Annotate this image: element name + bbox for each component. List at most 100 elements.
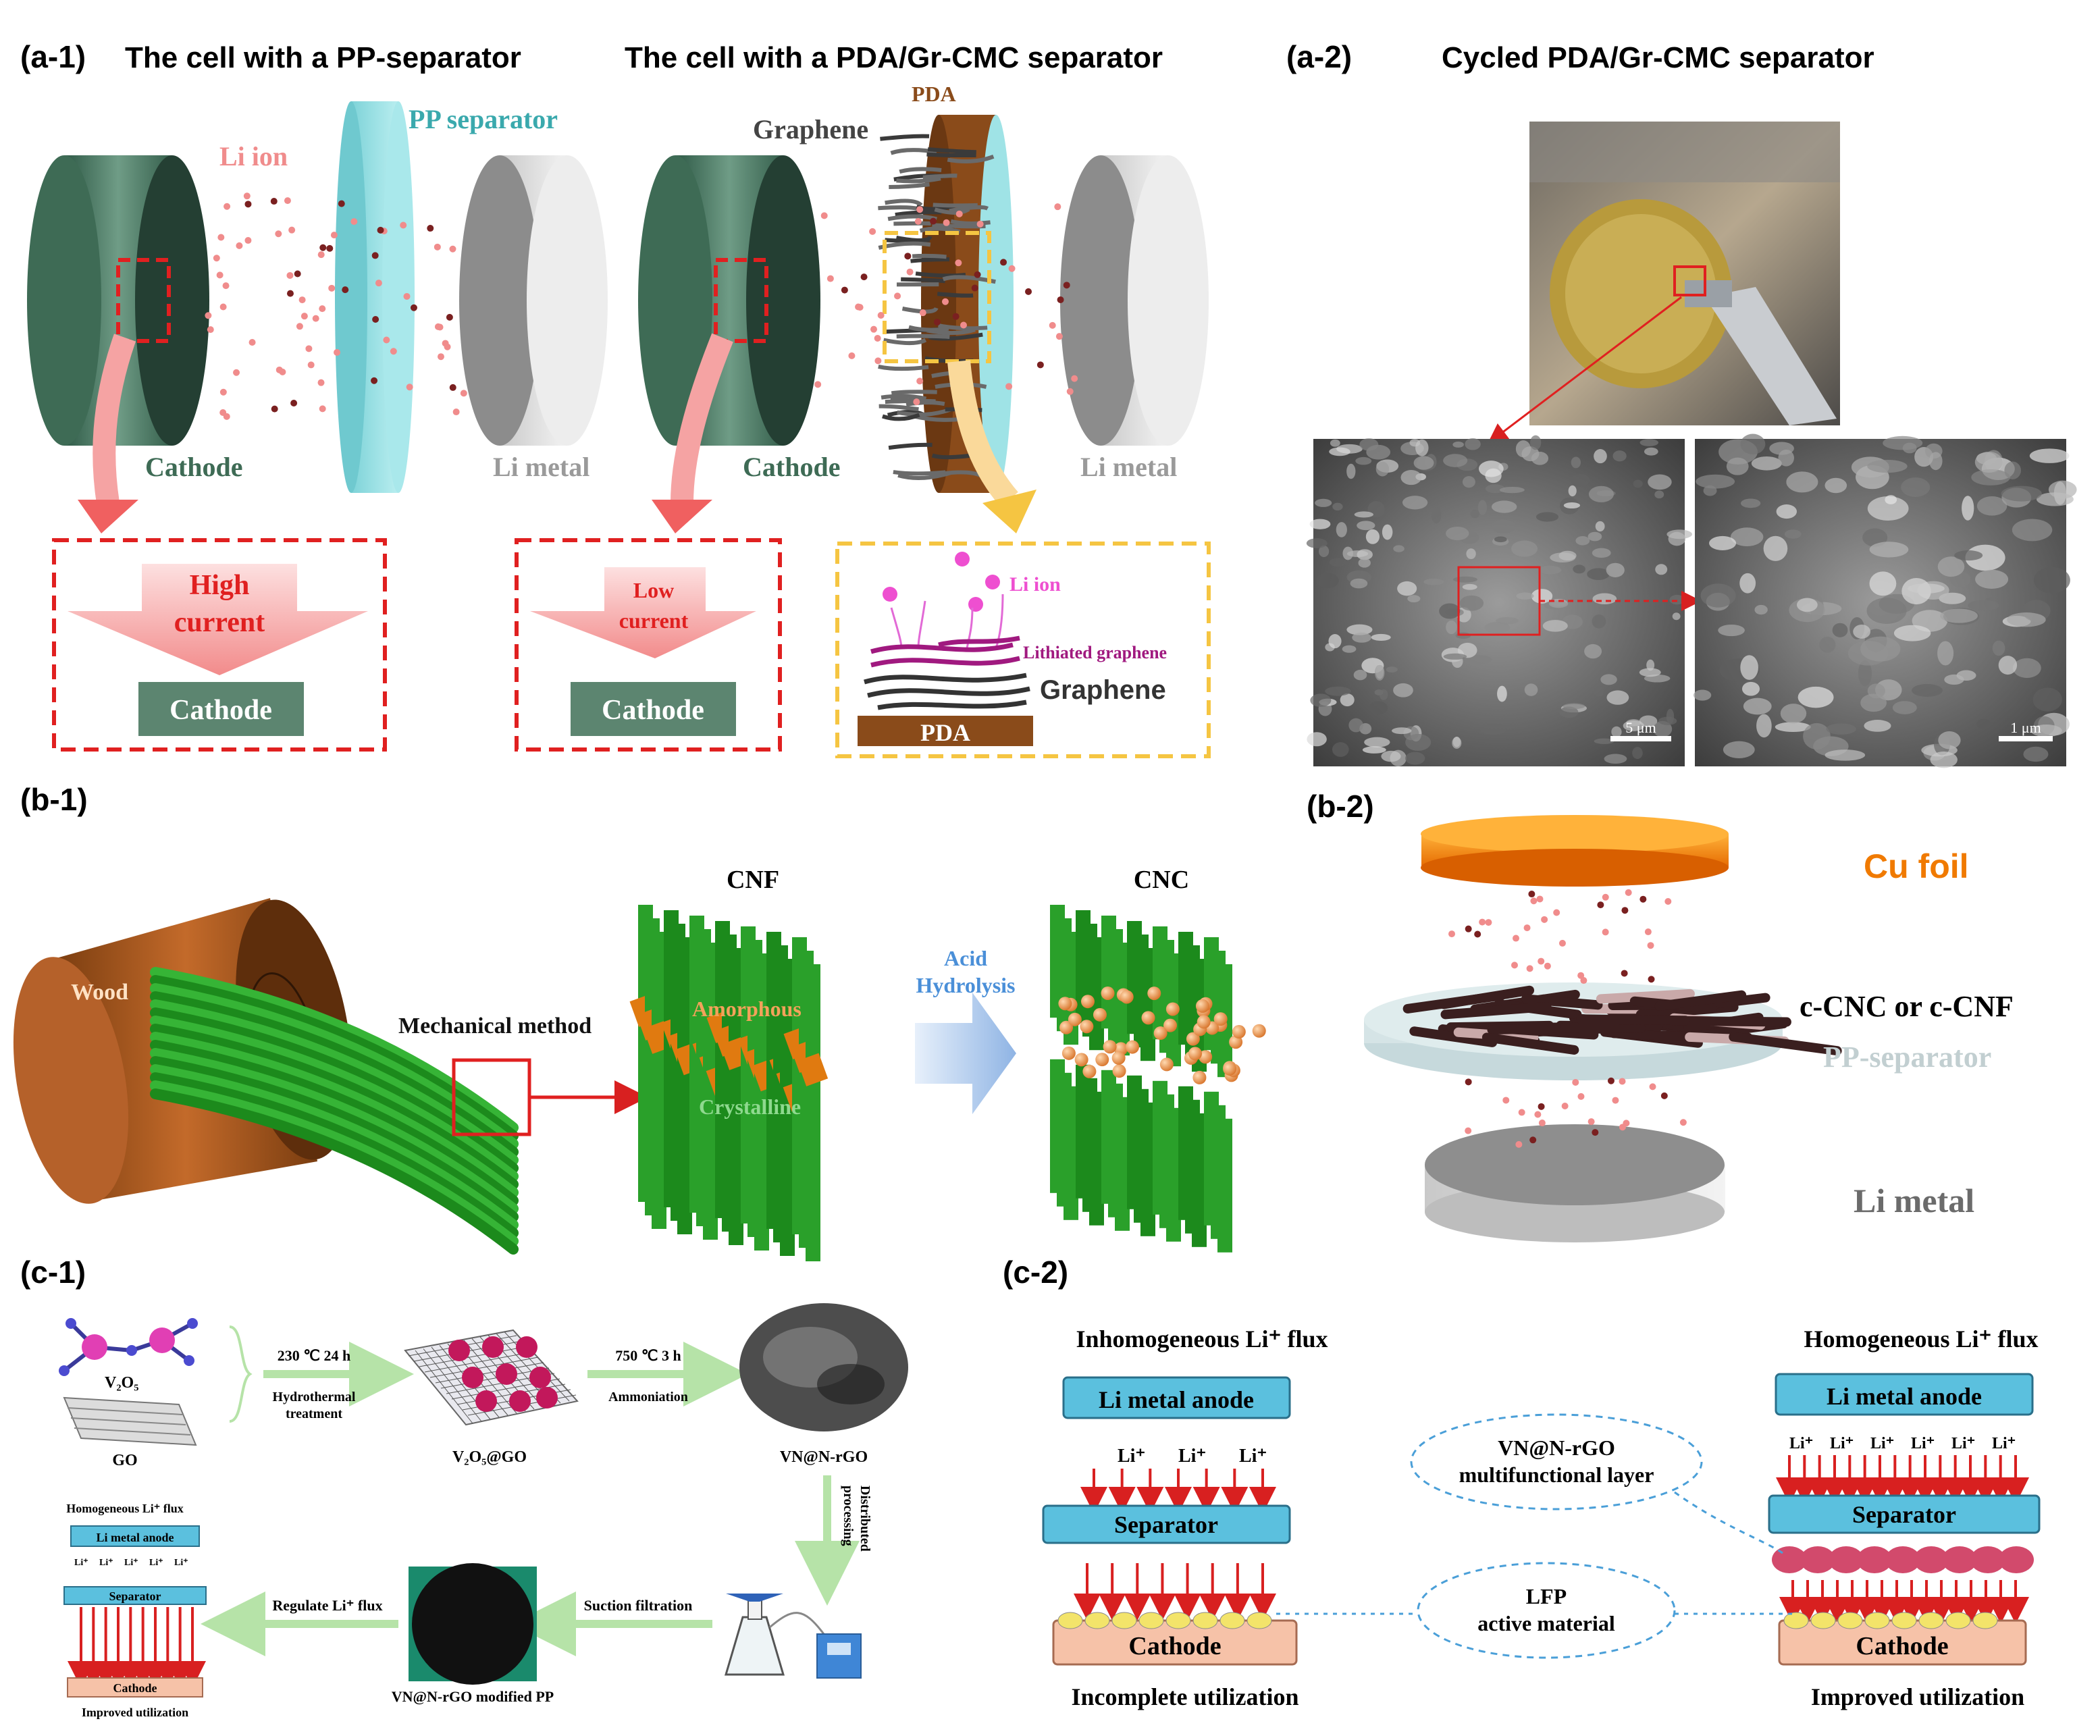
cellulose-fiber [150,991,519,1157]
sem-grain [1784,529,1802,539]
amorphous-particle [1101,986,1115,1000]
li-ion-dot [1561,1103,1569,1110]
amorphous-particle [1195,999,1209,1013]
sem-grain [1703,485,1717,496]
label-cathode-pp: Cathode [145,452,242,482]
inset-label-pda: PDA [920,719,970,746]
li-ion-dot [874,357,882,365]
li-ion-dot [1071,375,1078,382]
sem-grain [1893,625,1931,641]
c2-right-li-label: Li⁺ [1789,1435,1813,1452]
v2o5-particle [529,1367,551,1388]
li-ion-dot [224,203,231,210]
label-homog: Homogeneous Li⁺ flux [1804,1325,2038,1352]
sem-grain [1539,565,1562,575]
sem-grain [1938,731,1961,749]
li-ion-dot [236,242,243,249]
cnc-rod [1064,1086,1078,1220]
sem-grain [1348,718,1363,733]
c2-left-li-1: Li⁺ [1118,1446,1145,1467]
sem-grain [1740,433,1766,454]
graphene-flake [881,394,927,401]
callout-lfp-2: active material [1477,1611,1615,1635]
separator-highlight-box [883,231,991,363]
c-cnc-rod-layer [1402,985,1842,1056]
li-ion-dot [1577,1093,1585,1100]
label-cnf: CNF [727,866,779,894]
sem-grain [1530,435,1542,450]
sem-grain [1499,486,1525,494]
mini-separator: Separator [109,1589,161,1603]
graphene-flake [885,199,923,207]
label-li-ion: Li ion [219,141,288,172]
sem-grain [1709,535,1737,550]
graphene-flake [912,253,947,259]
sem-grain [1867,496,1909,521]
li-ion-dot [848,352,856,359]
li-ion-dot [305,345,313,352]
lfp-particle [1918,1612,1944,1629]
cellulose-fiber [150,1064,519,1230]
lfp-particle [1837,1612,1863,1629]
cathode-disc-pda [638,155,820,446]
cnf-rod [652,932,666,1229]
c-cnc-rod [1654,990,1747,1011]
graphene-flake [910,257,950,263]
sem-grain [1392,727,1412,735]
graphene-flake [896,176,941,184]
cathode-block-pda [571,682,736,736]
sem-grain [1976,718,1991,729]
panel-b2: (b-2) Cu foil c-CNC or c-CNF PP-separato… [1307,789,2014,1242]
vn-rgo-sem [739,1303,908,1431]
li-ion-dot [298,296,306,304]
scale-bar-5um: 5 μm [1625,719,1656,736]
li-ion-dots-pp [205,192,467,420]
li-ion-dot [377,226,384,234]
amorphous-particle [1159,1057,1174,1072]
li-ion-dot [1538,957,1545,965]
li-ion-dot [1008,265,1016,272]
sem-grain [1666,529,1693,540]
graphene-flake [947,155,995,163]
li-ion-dot [841,286,848,294]
go-lattice-line [424,1351,533,1373]
sem-grain [1515,440,1531,458]
li-ion-dot [219,388,227,396]
mini-homog: Homogeneous Li⁺ flux [66,1502,184,1515]
sem-grain [2012,519,2053,542]
cellulose-fiber [150,1056,519,1222]
lfp-particle [1111,1612,1137,1629]
li-ion-dot [328,284,336,292]
sem-grain [1350,578,1368,589]
cathode-block-label-pda: Cathode [602,695,704,726]
sem-grain [1306,538,1328,548]
li-ion-dot [390,348,397,355]
sem-grain [1606,690,1629,705]
sem-grain [1633,479,1643,488]
panel-label-c2: (c-2) [1003,1255,1068,1290]
li-ion-dot [1534,1111,1542,1118]
cnc-rod [1089,1091,1104,1226]
li-ion-dot [1597,901,1604,909]
sem-grain [1587,531,1602,542]
cellulose-fiber [150,1040,519,1206]
li-ion-dot [375,280,382,287]
callout-vn-2: multifunctional layer [1459,1463,1654,1487]
sem-grain [1769,442,1794,455]
vn-rgo-layer [1772,1546,2034,1573]
li-ion-dot [913,398,920,406]
sem-grain [2023,746,2049,762]
sem-grain [1587,568,1610,581]
li-ion-dot [906,268,914,275]
sem-grain [1332,502,1343,511]
sem-grain [1992,640,2005,656]
cnf-rod [806,964,820,1261]
photo-to-sem-arrow [1488,296,1682,444]
lfp-particle [1057,1612,1083,1629]
li-ion-dot [971,284,978,292]
sem-grain [1672,612,1681,621]
graphene-flake [919,226,961,234]
sem-grain [1908,583,1945,594]
lfp-particle [1219,1612,1245,1629]
sem-grain [1902,442,1917,454]
